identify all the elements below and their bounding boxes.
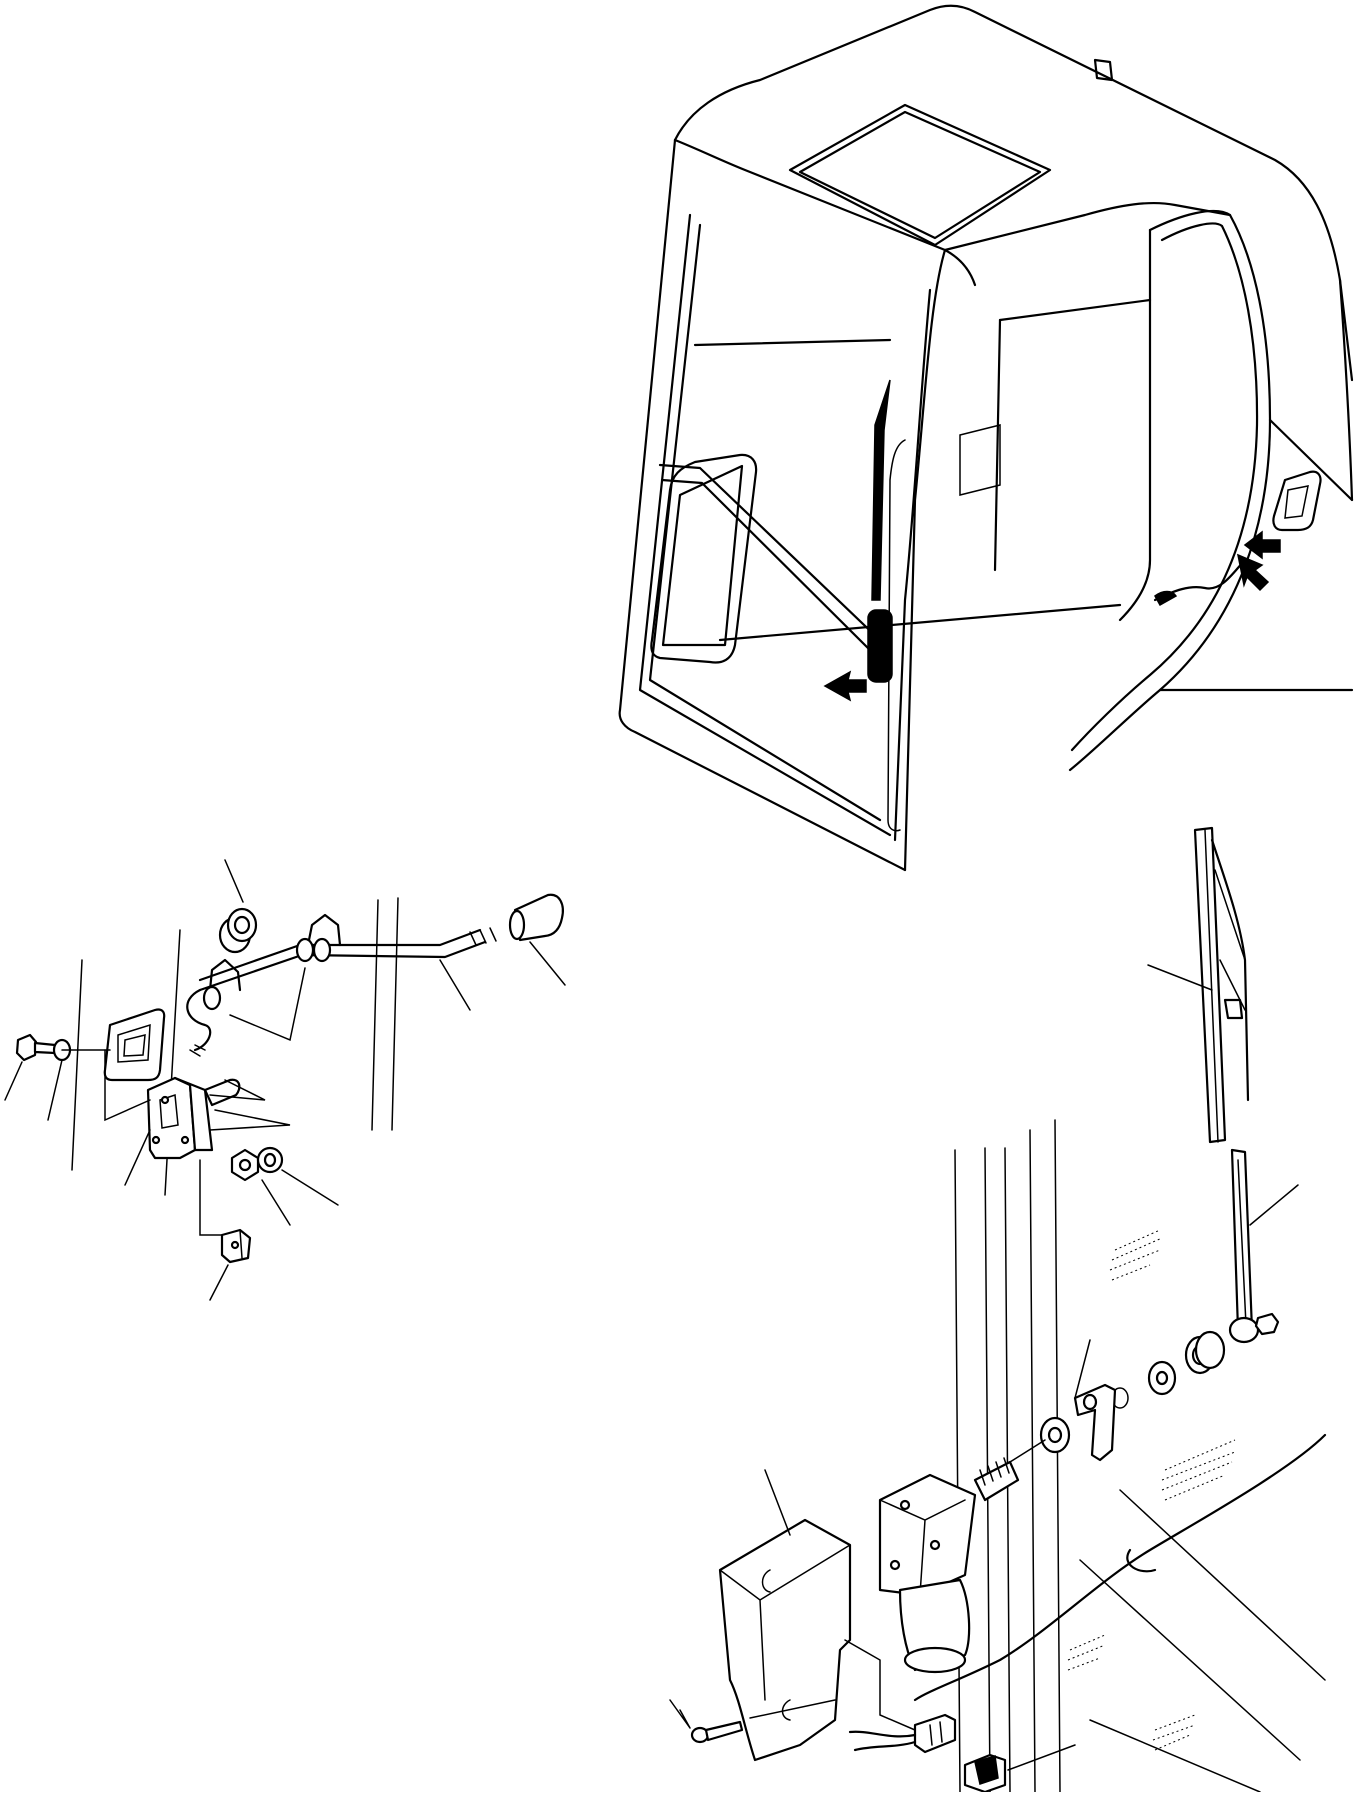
- nut-icon: [230, 1148, 260, 1182]
- bearing-icon: [1184, 1330, 1226, 1375]
- rocker-switch-icon: [963, 1753, 1007, 1794]
- wiper-arm-icon: [1228, 1148, 1260, 1344]
- bracket-icon: [1073, 1383, 1117, 1462]
- washer-icon: [256, 1146, 284, 1174]
- latch-body-icon: [146, 1076, 214, 1160]
- door-latch-assembly: [4, 859, 566, 1301]
- wiper-motor-icon: [878, 1457, 1020, 1674]
- operator-cab: [618, 4, 1354, 872]
- mounting-plate-icon: [103, 1008, 166, 1082]
- wiper-assembly: [669, 826, 1327, 1794]
- connector-icon: [848, 1713, 957, 1754]
- bolt-icon: [15, 1033, 57, 1062]
- grommet-icon: [218, 907, 258, 954]
- clip-nut-icon: [220, 1228, 252, 1264]
- end-cap-icon: [508, 893, 564, 942]
- wiper-blade-icon: [1193, 826, 1250, 1144]
- screw-icon: [690, 1720, 744, 1744]
- motor-cover-icon: [718, 1518, 852, 1762]
